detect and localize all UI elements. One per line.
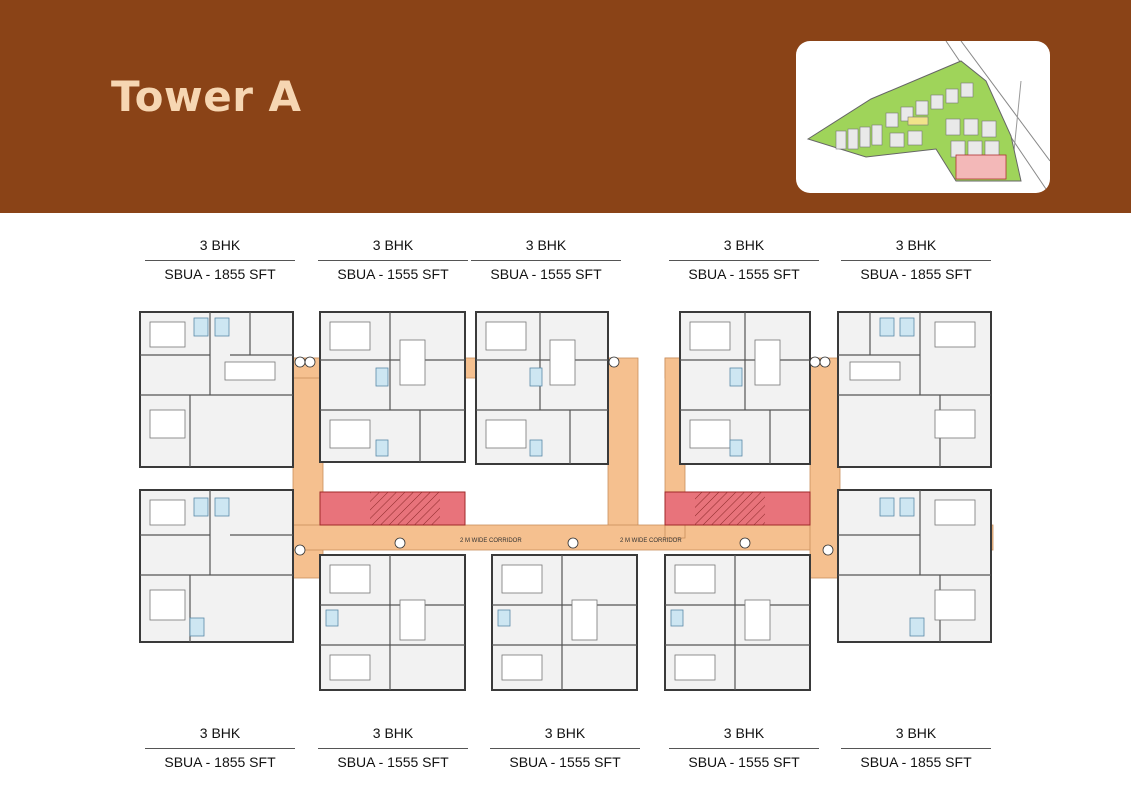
sbua-label: SBUA - 1555 SFT xyxy=(318,748,468,771)
bhk-label: 3 BHK xyxy=(723,725,765,741)
unit-label-bottom-3: 3 BHK SBUA - 1555 SFT xyxy=(490,724,640,771)
unit-label-bottom-1: 3 BHK SBUA - 1855 SFT xyxy=(145,724,295,771)
bhk-label: 3 BHK xyxy=(544,725,586,741)
sbua-label: SBUA - 1555 SFT xyxy=(490,748,640,771)
sbua-label: SBUA - 1855 SFT xyxy=(841,260,991,283)
sbua-label: SBUA - 1555 SFT xyxy=(669,748,819,771)
bhk-label: 3 BHK xyxy=(372,725,414,741)
unit-label-bottom-5: 3 BHK SBUA - 1855 SFT xyxy=(841,724,991,771)
sbua-label: SBUA - 1555 SFT xyxy=(669,260,819,283)
bhk-label: 3 BHK xyxy=(723,237,765,253)
unit-label-top-4: 3 BHK SBUA - 1555 SFT xyxy=(669,236,819,283)
site-plan-image xyxy=(806,41,1050,190)
sbua-label: SBUA - 1555 SFT xyxy=(318,260,468,283)
bhk-label: 3 BHK xyxy=(199,725,241,741)
header-banner: Tower A xyxy=(0,0,1131,213)
unit-label-top-1: 3 BHK SBUA - 1855 SFT xyxy=(145,236,295,283)
sbua-label: SBUA - 1555 SFT xyxy=(471,260,621,283)
unit-label-top-2: 3 BHK SBUA - 1555 SFT xyxy=(318,236,468,283)
floor-plan: 2 M WIDE CORRIDOR 2 M WIDE CORRIDOR xyxy=(139,311,994,691)
unit-label-top-5: 3 BHK SBUA - 1855 SFT xyxy=(841,236,991,283)
sbua-label: SBUA - 1855 SFT xyxy=(145,260,295,283)
bhk-label: 3 BHK xyxy=(372,237,414,253)
staircase xyxy=(319,491,811,526)
bhk-label: 3 BHK xyxy=(895,237,937,253)
unit-label-bottom-4: 3 BHK SBUA - 1555 SFT xyxy=(669,724,819,771)
corridor-label: 2 M WIDE CORRIDOR xyxy=(460,538,522,544)
corridor-label: 2 M WIDE CORRIDOR xyxy=(620,538,682,544)
key-plan-map xyxy=(796,41,1050,193)
unit-label-top-3: 3 BHK SBUA - 1555 SFT xyxy=(471,236,621,283)
sbua-label: SBUA - 1855 SFT xyxy=(841,748,991,771)
sbua-label: SBUA - 1855 SFT xyxy=(145,748,295,771)
unit-label-bottom-2: 3 BHK SBUA - 1555 SFT xyxy=(318,724,468,771)
bhk-label: 3 BHK xyxy=(199,237,241,253)
bhk-label: 3 BHK xyxy=(525,237,567,253)
bhk-label: 3 BHK xyxy=(895,725,937,741)
page-title: Tower A xyxy=(111,72,302,121)
